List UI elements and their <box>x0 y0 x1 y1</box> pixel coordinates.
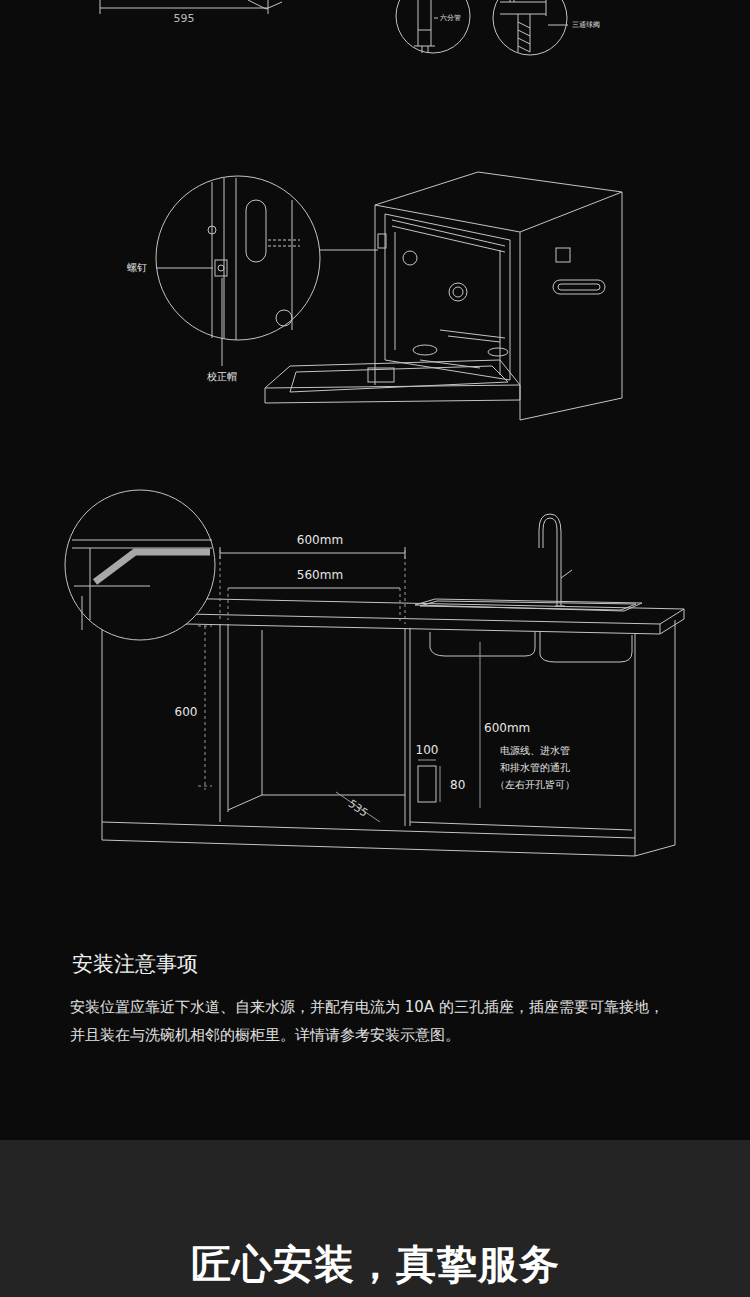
appliance-cavity <box>385 214 510 380</box>
dimension-line <box>418 760 440 802</box>
screw-symbol <box>215 260 227 276</box>
sink-bowl <box>430 632 632 662</box>
frame-detail <box>212 178 292 340</box>
vent-grille <box>556 248 570 262</box>
cavity-hole <box>449 283 467 301</box>
side-handle <box>558 284 600 290</box>
zoom-circle <box>493 0 567 55</box>
spray-hub <box>413 345 437 355</box>
note-text: 电源线、进水管 和排水管的通孔 （左右开孔皆可） <box>485 742 585 793</box>
slogan: 匠心安装，真挚服务 <box>0 1242 750 1287</box>
part-name: 螺钉 <box>127 261 147 275</box>
zoom-circle <box>156 176 320 340</box>
faucet <box>539 514 572 606</box>
appliance-top <box>375 172 622 232</box>
open-door <box>265 360 520 403</box>
valve-symbol <box>500 0 546 52</box>
zoom-circle <box>396 0 470 53</box>
spray-arm <box>440 330 505 342</box>
frame-detail <box>208 226 216 234</box>
dimension-line <box>100 0 282 14</box>
footer-band: 匠心安装，真挚服务 <box>0 1140 750 1297</box>
dimension-line <box>480 642 481 808</box>
cavity-hole <box>403 251 417 265</box>
dimension-label: 600mm <box>484 721 530 735</box>
frame-detail <box>72 540 212 630</box>
dimension-line <box>220 547 405 588</box>
dimension-label: 595 <box>174 12 195 25</box>
line-art <box>65 0 684 856</box>
cabinet-frame <box>102 620 675 856</box>
part-name: 六分管 <box>440 13 461 23</box>
cabinet-base <box>102 822 675 856</box>
slot-detail <box>246 200 266 262</box>
dimension-label: 100 <box>416 743 439 757</box>
dimension-guide <box>198 550 405 790</box>
zoom-circle <box>65 490 215 640</box>
door-latch <box>368 368 394 382</box>
pipe-symbol <box>95 552 210 582</box>
hinge-detail <box>268 240 300 246</box>
pass-hole <box>418 766 436 802</box>
pipe-symbol <box>414 0 435 53</box>
hinge <box>378 234 386 248</box>
sink-cutout <box>415 599 642 611</box>
dimension-label: 600mm <box>297 533 343 547</box>
leader-line <box>434 18 438 19</box>
door-panel <box>265 366 520 392</box>
dimension-line <box>336 792 380 822</box>
part-name: 三通球阀 <box>572 20 600 30</box>
cavity-hole <box>453 287 463 297</box>
spray-hub <box>488 348 508 356</box>
dimension-label: 80 <box>450 778 465 792</box>
leader-line <box>156 268 213 269</box>
paragraph: 安装位置应靠近下水道、自来水源，并配有电流为 10A 的三孔插座，插座需要可靠接… <box>70 993 684 1049</box>
leader-line <box>222 278 223 366</box>
cabinet-floor <box>410 822 632 830</box>
dimension-label: 560mm <box>297 568 343 582</box>
dimension-label: 600 <box>175 705 198 719</box>
dimension-label: 535 <box>346 797 371 820</box>
frame-detail <box>276 310 292 326</box>
section-heading: 安装注意事项 <box>72 950 198 978</box>
screw-symbol <box>218 265 224 271</box>
niche-back <box>228 630 405 810</box>
part-name: 校正帽 <box>207 370 237 384</box>
leader-line <box>548 25 568 26</box>
side-handle <box>553 280 605 294</box>
leader-line <box>320 250 378 251</box>
